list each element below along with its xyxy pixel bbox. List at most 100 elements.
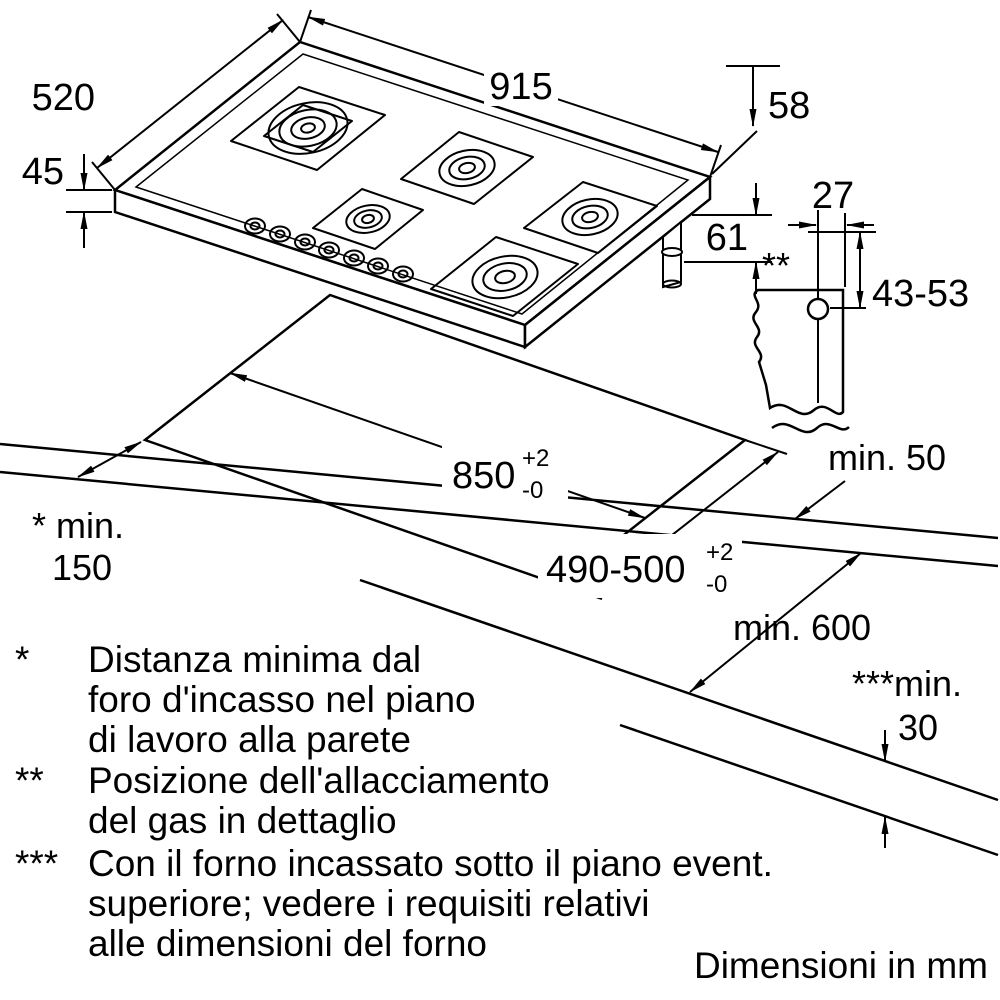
extension-line: [276, 13, 301, 43]
dim-label-490-500-tol-plus: +2: [706, 539, 733, 566]
wall-line: [0, 470, 999, 568]
gas-connection-point: [806, 297, 830, 321]
note-marker: *: [15, 639, 29, 680]
hob: [112, 40, 713, 350]
knob-centre: [348, 253, 360, 263]
dim-61: 61: [684, 183, 772, 294]
burner-ring: [345, 204, 391, 234]
dim-915: 915: [299, 9, 722, 178]
dim-min-150: * min. 150: [32, 441, 142, 588]
extension-line: [91, 161, 116, 191]
dim-label-850: 850: [452, 455, 515, 497]
note-line: Con il forno incassato sotto il piano ev…: [88, 843, 773, 884]
knob: [367, 257, 389, 275]
dim-label-43-53: 43-53: [872, 273, 969, 315]
label-mask: [484, 66, 558, 106]
dim-27: 27: [788, 175, 874, 287]
knob-centre: [372, 261, 384, 271]
burner-ring: [561, 197, 619, 237]
burner-rings: [345, 204, 391, 234]
note-marker: ***: [15, 843, 58, 884]
extension-line: [744, 439, 788, 455]
note-line: foro d'incasso nel piano: [88, 679, 476, 720]
gas-position-marker: **: [762, 245, 790, 286]
burner-bottom-large: [430, 236, 579, 317]
dim-850: 850 +2 -0: [229, 372, 646, 519]
knob-centre: [299, 237, 311, 247]
units-label: Dimensioni in mm: [694, 945, 988, 986]
dim-label-850-tol-plus: +2: [522, 445, 549, 472]
dim-label-min-150-marker: * min.: [32, 505, 124, 546]
dim-520: 520: [32, 13, 301, 191]
dim-label-490-500: 490-500: [546, 549, 685, 591]
burner-cap: [581, 210, 599, 224]
hob-right-face: [523, 174, 712, 350]
burner-ring: [571, 204, 609, 230]
dimension-line: [229, 372, 646, 519]
note-line: Posizione dell'allacciamento: [88, 760, 550, 801]
knob-centre: [274, 229, 286, 239]
dim-label-850-tol-minus: -0: [522, 477, 543, 504]
dim-label-min-150-value: 150: [52, 547, 112, 588]
knob: [244, 217, 266, 235]
dim-label-min-600: min. 600: [733, 607, 871, 648]
dim-min-30: ***min. 30: [852, 663, 962, 848]
pan-support: [312, 188, 424, 250]
burner-small-centre: [312, 188, 424, 250]
burner-right: [523, 181, 658, 254]
knob-centre: [323, 245, 335, 255]
dim-490-500: 490-500 +2 -0: [538, 439, 788, 600]
oven-top-line: [619, 723, 999, 857]
dim-min-600: min. 600: [689, 552, 871, 693]
gas-connection-detail: [752, 210, 850, 434]
dim-label-min-30-marker: ***min.: [852, 663, 962, 704]
dim-label-45: 45: [22, 151, 64, 193]
control-knobs: [244, 217, 414, 283]
burner-cap: [494, 269, 516, 285]
dim-label-27: 27: [812, 175, 854, 217]
leader-arrow: [794, 480, 846, 520]
dim-58: 58: [711, 65, 810, 175]
burner-rings: [561, 197, 619, 237]
note-marker: **: [15, 760, 44, 801]
knob: [392, 265, 414, 283]
worktop-front-edge-line: [359, 578, 999, 802]
pan-support: [523, 181, 658, 254]
dim-label-58: 58: [768, 85, 810, 127]
note-line: di lavoro alla parete: [88, 719, 411, 760]
dim-min-50: min. 50: [794, 437, 946, 520]
knob: [269, 225, 291, 243]
dim-label-490-500-tol-minus: -0: [706, 571, 727, 598]
dim-label-min-50: min. 50: [828, 437, 946, 478]
footnotes: * Distanza minima dal foro d'incasso nel…: [15, 639, 773, 964]
note-line: Distanza minima dal: [88, 639, 421, 680]
gas-pipe-collar: [661, 247, 683, 257]
knob: [294, 233, 316, 251]
burner-ring: [482, 262, 528, 292]
dim-label-915: 915: [489, 66, 552, 108]
knob: [343, 249, 365, 267]
burner-rings: [471, 254, 539, 300]
note-line: alle dimensioni del forno: [88, 923, 487, 964]
pan-support: [430, 236, 579, 317]
dimension-line: [96, 19, 284, 169]
burner-cap: [458, 161, 476, 175]
burner-ring: [471, 254, 539, 300]
dim-45: 45: [22, 151, 112, 248]
knob-centre: [249, 221, 261, 231]
dim-label-61: 61: [706, 217, 748, 259]
gas-pipe: [661, 219, 683, 289]
dimension-line: [689, 552, 862, 693]
gas-bracket-section: [752, 288, 845, 416]
burner-ring: [448, 155, 486, 181]
dimension-line: [77, 441, 142, 478]
burner-ring: [353, 209, 383, 229]
dimensions: 520 915 45 58: [22, 9, 969, 848]
extension-line: [711, 130, 758, 175]
knob: [318, 241, 340, 259]
extension-line: [709, 144, 722, 178]
break-line: [771, 422, 850, 434]
burner-cap: [361, 213, 375, 225]
